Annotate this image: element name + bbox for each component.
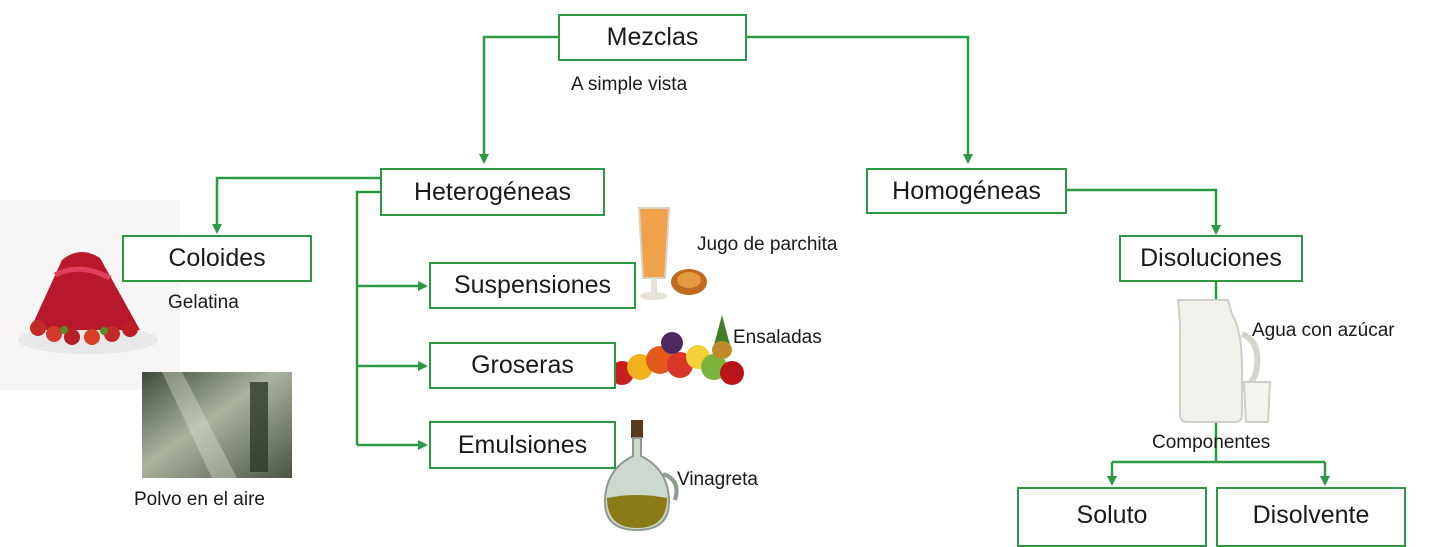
oil-bottle-image — [603, 420, 679, 532]
node-colloids: Coloides — [122, 235, 312, 282]
fruit-salad-image — [610, 315, 744, 385]
node-solute: Soluto — [1017, 487, 1207, 547]
example-vinaigrette: Vinagreta — [677, 469, 758, 490]
edge-heterogeneous-colloids — [212, 176, 380, 234]
sugar-water-image — [1176, 299, 1272, 423]
dust-image — [142, 372, 292, 478]
edge-root-heterogeneous — [479, 35, 558, 164]
example-dust: Polvo en el aire — [134, 489, 265, 510]
example-gelatin: Gelatina — [168, 292, 239, 313]
edge-heterogeneous-trunk — [355, 190, 380, 445]
node-heterogeneous: Heterogéneas — [380, 168, 605, 216]
components-label: Componentes — [1152, 432, 1271, 453]
edge-root-homogeneous — [747, 35, 973, 164]
node-homogeneous: Homogéneas — [866, 168, 1067, 214]
node-root: Mezclas — [558, 14, 747, 61]
node-emulsions: Emulsiones — [429, 421, 616, 469]
node-suspensions: Suspensiones — [429, 262, 636, 309]
juice-image — [637, 207, 707, 300]
edge-homogeneous-solutions — [1067, 188, 1221, 235]
example-juice: Jugo de parchita — [697, 234, 838, 255]
node-solvent: Disolvente — [1216, 487, 1406, 547]
gelatin-image — [0, 200, 180, 390]
root-note: A simple vista — [571, 74, 688, 95]
example-sugar-water: Agua con azúcar — [1252, 320, 1395, 341]
node-coarse: Groseras — [429, 342, 616, 389]
example-salads: Ensaladas — [733, 327, 822, 348]
node-solutions: Disoluciones — [1119, 235, 1303, 282]
